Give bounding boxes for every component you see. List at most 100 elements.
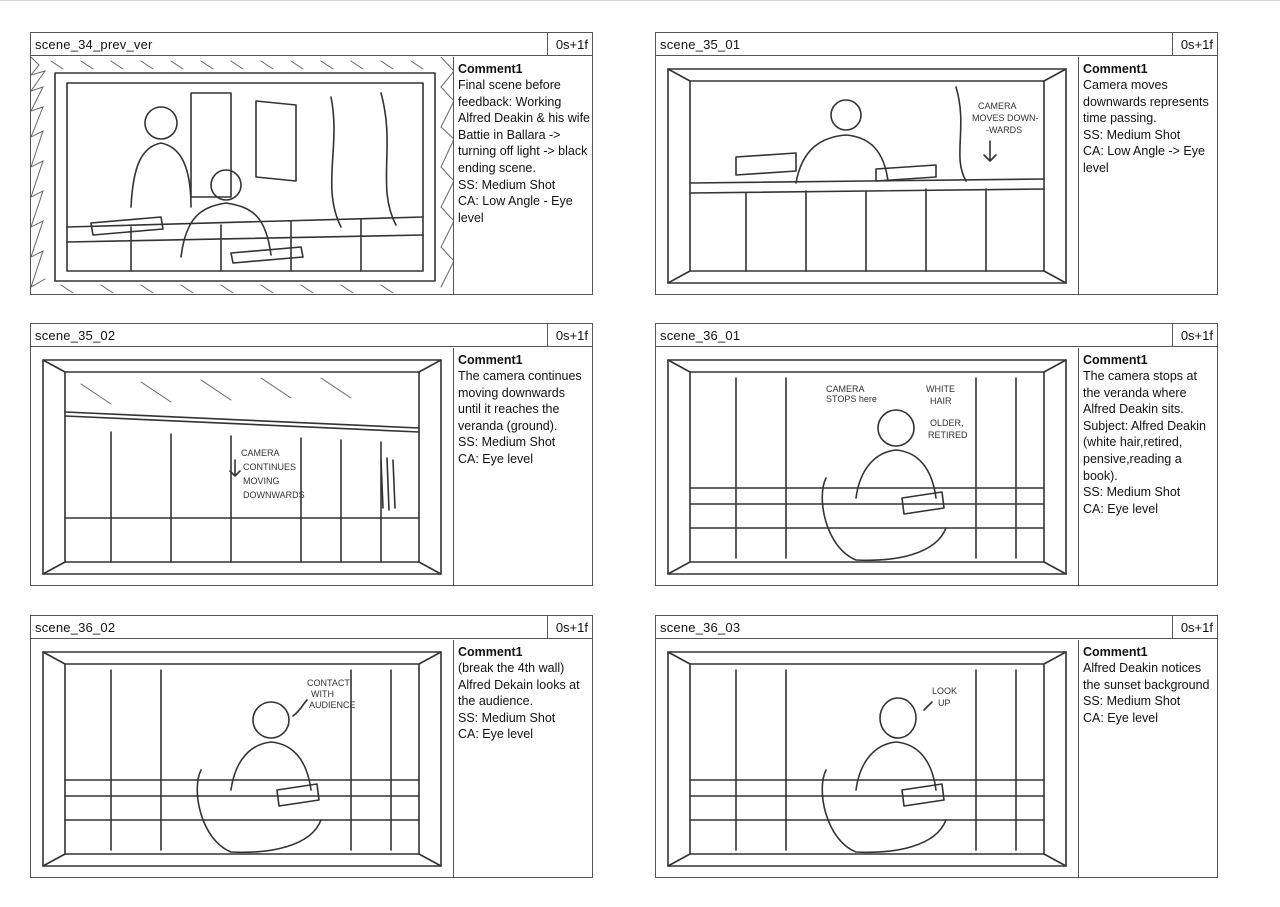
man-body (855, 741, 937, 791)
man-head (830, 99, 862, 131)
down-arrow-icon (229, 459, 241, 477)
callout-arrow-icon (292, 699, 308, 717)
frame-corners (42, 651, 442, 867)
comment-title: Comment1 (458, 353, 523, 367)
sketch-note: DOWNWARDS (243, 490, 305, 500)
woman-body (130, 142, 192, 208)
duration[interactable]: 0s+1f (1180, 328, 1213, 343)
man-head (252, 701, 290, 739)
storyboard-panel[interactable]: scene_36_03 0s+1f LOOK UP Comment1 Alfre… (655, 615, 1218, 878)
comment-text[interactable]: Camera moves downwards represents time p… (1083, 78, 1209, 175)
book (276, 783, 320, 807)
comment-text[interactable]: Final scene before feedback: Working Alf… (458, 78, 591, 225)
sketch-note: MOVES DOWN- (972, 113, 1039, 123)
storyboard-panel[interactable]: scene_35_01 0s+1f CAMERA MOVES DOWN- -WA… (655, 32, 1218, 295)
window-frame (42, 359, 442, 575)
sketch-note: RETIRED (928, 430, 968, 440)
comment-text[interactable]: Alfred Deakin notices the sunset backgro… (1083, 661, 1210, 725)
sketch-frame[interactable]: CAMERA CONTINUES MOVING DOWNWARDS (31, 348, 454, 586)
comment-text[interactable]: (break the 4th wall) Alfred Dekain looks… (458, 661, 580, 742)
comment-title: Comment1 (458, 62, 523, 76)
man-head (210, 169, 242, 201)
comment-block: Comment1 Final scene before feedback: Wo… (458, 61, 591, 226)
window-frame (54, 72, 436, 282)
storyboard-panel[interactable]: scene_36_02 0s+1f CONTACT WITH AUDIENCE … (30, 615, 593, 878)
picture-frames (190, 92, 297, 198)
veranda-posts (64, 431, 420, 563)
man-head (877, 409, 915, 447)
panel-header: scene_36_03 0s+1f (656, 616, 1217, 639)
veranda-rails (689, 669, 1045, 851)
hatched-border (31, 57, 47, 288)
sketch-illustration: CAMERA MOVES DOWN- -WARDS (667, 68, 1067, 284)
veranda-rails (64, 669, 420, 851)
window-frame-inner (689, 663, 1045, 855)
scene-name[interactable]: scene_35_02 (35, 328, 116, 343)
sketch-note: CONTINUES (243, 462, 296, 472)
storyboard-panel[interactable]: scene_35_02 0s+1f CAMERA CONTINUES MOVIN… (30, 323, 593, 586)
armchair (196, 769, 322, 854)
comment-text[interactable]: The camera continues moving downwards un… (458, 369, 582, 466)
sketch-frame[interactable] (31, 57, 454, 295)
duration-cell: 0s+1f (547, 324, 592, 347)
sketch-frame[interactable]: CONTACT WITH AUDIENCE (31, 640, 454, 878)
scene-name[interactable]: scene_34_prev_ver (35, 37, 153, 52)
man-body (855, 449, 937, 499)
scene-name[interactable]: scene_36_01 (660, 328, 741, 343)
sketch-note: OLDER, (930, 418, 964, 428)
sketch-note: CAMERA (978, 101, 1017, 111)
storyboard-panel[interactable]: scene_36_01 0s+1f CAMERA STOPS here WHIT… (655, 323, 1218, 586)
window-frame-inner (64, 371, 420, 563)
window-frame-inner (64, 663, 420, 855)
sketch-illustration: CONTACT WITH AUDIENCE (42, 651, 442, 867)
scene-name[interactable]: scene_35_01 (660, 37, 741, 52)
book (901, 783, 945, 807)
ceiling-beam (64, 411, 420, 433)
window-frame (42, 651, 442, 867)
ceiling-shading (80, 377, 352, 405)
duration-cell: 0s+1f (1172, 33, 1217, 56)
man-body (230, 741, 312, 791)
duration-cell: 0s+1f (1172, 616, 1217, 639)
top-divider (0, 0, 1280, 1)
sketch-note: WHITE (926, 384, 955, 394)
frame-corners (667, 651, 1067, 867)
comment-title: Comment1 (458, 645, 523, 659)
panel-header: scene_36_02 0s+1f (31, 616, 592, 639)
up-arrow-icon (923, 701, 933, 711)
panel-header: scene_35_02 0s+1f (31, 324, 592, 347)
scene-name[interactable]: scene_36_03 (660, 620, 741, 635)
man-body (795, 134, 889, 184)
duration[interactable]: 0s+1f (1180, 620, 1213, 635)
duration[interactable]: 0s+1f (555, 37, 588, 52)
duration[interactable]: 0s+1f (555, 620, 588, 635)
storyboard-panel[interactable]: scene_34_prev_ver 0s+1f Comment1 Final s… (30, 32, 593, 295)
veranda-rails (689, 377, 1045, 559)
window-frame-inner (689, 371, 1045, 563)
duration-cell: 0s+1f (547, 616, 592, 639)
scene-name[interactable]: scene_36_02 (35, 620, 116, 635)
duration[interactable]: 0s+1f (1180, 37, 1213, 52)
sketch-note: STOPS here (826, 394, 877, 404)
sketch-frame[interactable]: CAMERA MOVES DOWN- -WARDS (656, 57, 1079, 295)
armchair (821, 477, 947, 562)
sketch-frame[interactable]: CAMERA STOPS here WHITE HAIR OLDER, RETI… (656, 348, 1079, 586)
sketch-note: -WARDS (986, 125, 1022, 135)
down-arrow-icon (983, 140, 997, 162)
woman-head (144, 106, 178, 140)
sketch-frame[interactable]: LOOK UP (656, 640, 1079, 878)
comment-text[interactable]: The camera stops at the veranda where Al… (1083, 369, 1206, 516)
hatched-border (50, 60, 424, 294)
comment-block: Comment1 (break the 4th wall) Alfred Dek… (458, 644, 591, 743)
man-head-profile (879, 697, 917, 739)
window-frame-inner (66, 82, 424, 272)
frame-corners (667, 68, 1067, 284)
sketch-illustration: CAMERA CONTINUES MOVING DOWNWARDS (42, 359, 442, 575)
armchair (821, 769, 947, 854)
duration[interactable]: 0s+1f (555, 328, 588, 343)
sketch-illustration (31, 57, 453, 294)
books (90, 216, 304, 264)
comment-title: Comment1 (1083, 353, 1148, 367)
sketch-note: LOOK (932, 686, 957, 696)
comment-title: Comment1 (1083, 62, 1148, 76)
